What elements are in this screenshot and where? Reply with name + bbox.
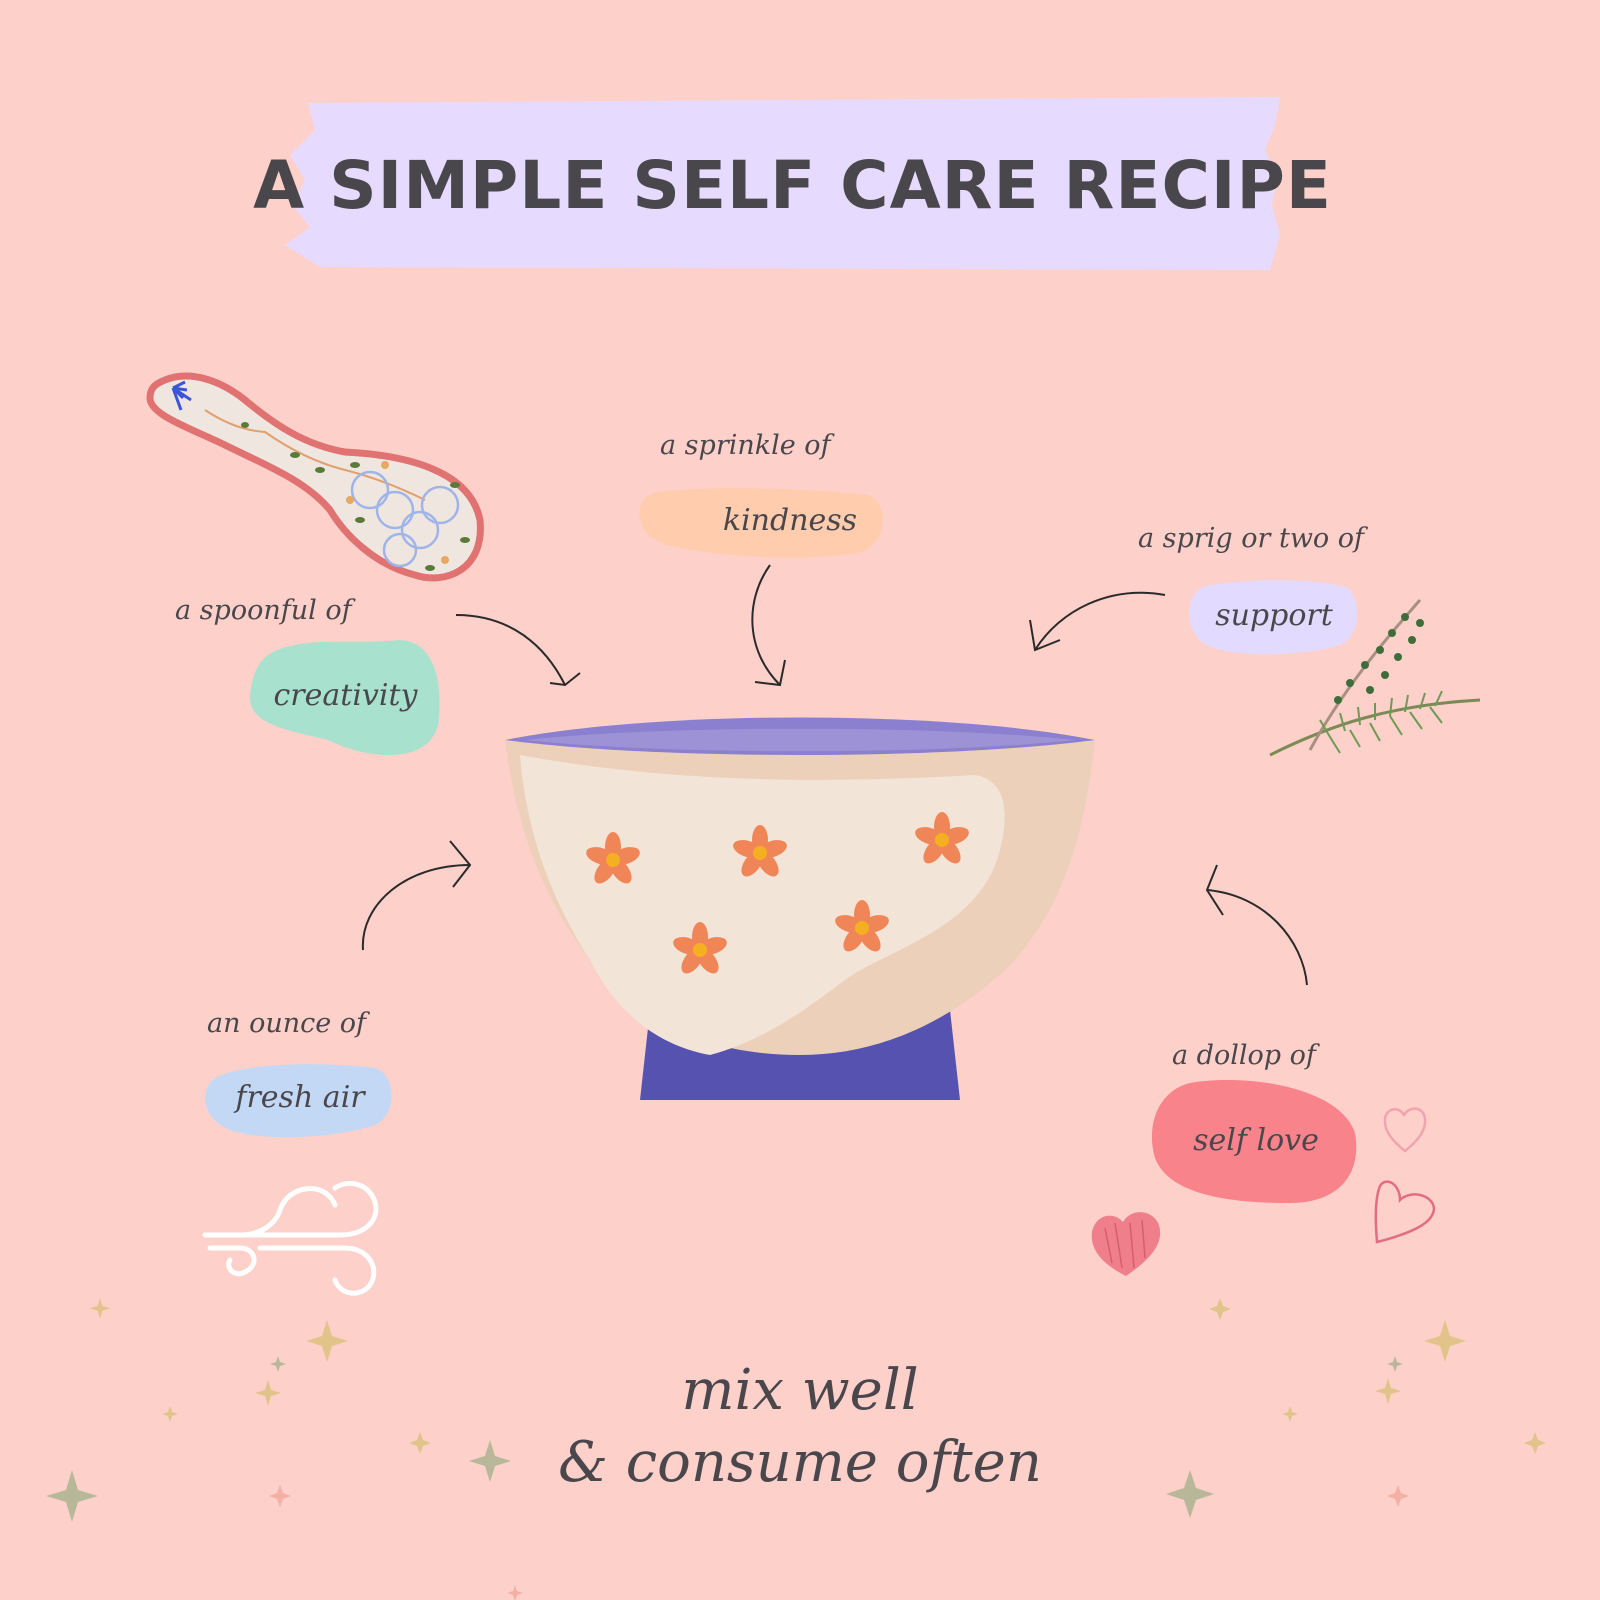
blob-kindness <box>639 488 884 558</box>
blob-self-love <box>1151 1080 1357 1203</box>
prefix-self-love: a dollop of <box>1172 1040 1316 1071</box>
arrow-kindness-icon <box>751 564 786 687</box>
page-title: A SIMPLE SELF CARE RECIPE <box>253 146 1332 224</box>
heart-icon-outline-large <box>1374 1180 1436 1244</box>
arrow-support-icon <box>1029 591 1166 652</box>
arrow-fresh-air-icon <box>361 840 472 951</box>
prefix-creativity: a spoonful of <box>175 595 352 626</box>
ingredient-fresh-air: fresh air <box>235 1079 365 1115</box>
heart-icon-outline-small <box>1383 1107 1427 1153</box>
flower-icons <box>586 812 969 974</box>
herb-sprig-illustration <box>1269 599 1481 757</box>
blob-creativity <box>249 640 440 756</box>
footer-line-1: mix well <box>681 1358 919 1423</box>
wind-icon <box>202 1181 379 1296</box>
ingredient-self-love: self love <box>1193 1122 1319 1158</box>
ingredient-creativity: creativity <box>273 677 418 713</box>
ingredient-kindness: kindness <box>722 502 858 538</box>
footer-line-2: & consume often <box>558 1430 1042 1495</box>
blob-support <box>1188 580 1358 655</box>
blob-fresh-air <box>205 1064 392 1138</box>
prefix-support: a sprig or two of <box>1138 523 1365 554</box>
arrow-self-love-icon <box>1205 864 1308 986</box>
bowl-illustration <box>505 717 1095 1100</box>
shell-icon <box>171 380 192 411</box>
heart-icon-filled <box>1091 1212 1161 1276</box>
title-banner <box>285 97 1280 270</box>
sparkle-decorations <box>46 1298 1546 1600</box>
arrow-creativity-icon <box>455 614 581 687</box>
prefix-fresh-air: an ounce of <box>207 1008 367 1039</box>
ingredient-support: support <box>1215 597 1333 633</box>
spoon-illustration <box>146 372 484 582</box>
prefix-kindness: a sprinkle of <box>660 430 831 461</box>
footer-text: mix well & consume often <box>400 1355 1200 1499</box>
